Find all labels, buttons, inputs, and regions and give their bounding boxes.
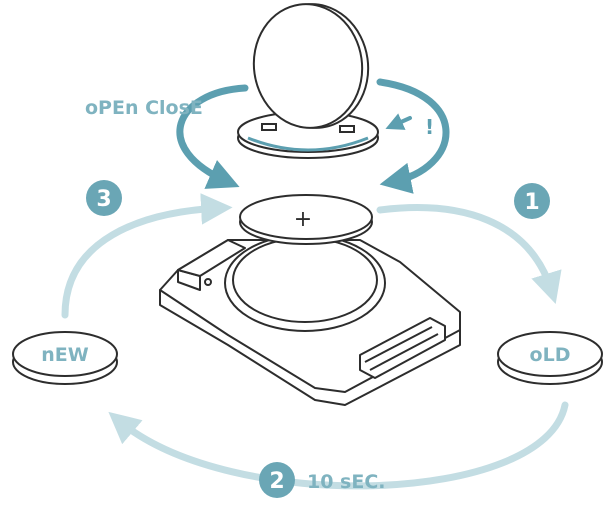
arrow-remove-old — [376, 204, 562, 305]
step-number-3: 3 — [96, 187, 111, 212]
device-body — [159, 234, 461, 406]
arrow-insert-new — [61, 193, 233, 319]
arrow-open-ccw — [176, 84, 249, 189]
old-battery — [497, 331, 603, 385]
new-battery — [12, 331, 118, 385]
step-badge-1: 1 — [514, 183, 550, 219]
battery-plus-symbol: + — [294, 207, 312, 232]
step-number-2: 2 — [269, 469, 284, 494]
open-close-arrows — [176, 78, 450, 194]
warning-label: ! — [425, 115, 434, 139]
flow-arrows-light — [61, 193, 569, 490]
arrow-warning — [385, 113, 412, 130]
step-badge-3: 3 — [86, 180, 122, 216]
arrow-wait — [108, 401, 569, 490]
open-close-label: oPEn ClosE — [85, 97, 203, 119]
old-battery-label: oLD — [530, 344, 571, 366]
arrow-close-cw — [376, 78, 450, 194]
step-number-1: 1 — [524, 190, 539, 215]
wait-time-label: 10 sEC. — [307, 471, 386, 493]
cover-disc-tilted — [252, 3, 370, 129]
new-battery-label: nEW — [41, 344, 89, 366]
installed-battery — [239, 194, 373, 245]
step-badge-2: 2 — [259, 462, 295, 498]
